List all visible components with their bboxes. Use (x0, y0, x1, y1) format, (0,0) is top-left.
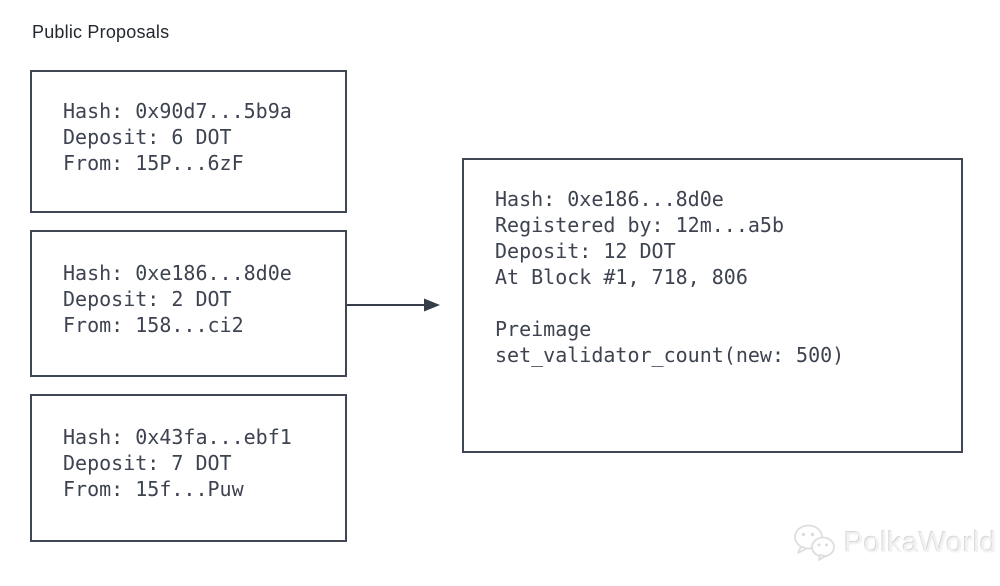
detail-hash: Hash: 0xe186...8d0e (495, 187, 724, 211)
watermark-label: PolkaWorld (844, 526, 997, 559)
proposal-1-hash: Hash: 0x90d7...5b9a (63, 99, 292, 123)
wechat-icon (794, 524, 835, 561)
preimage-detail-box: Hash: 0xe186...8d0e Registered by: 12m..… (462, 158, 963, 453)
watermark: PolkaWorld (792, 522, 997, 564)
proposal-3-deposit: Deposit: 7 DOT (63, 451, 232, 475)
detail-deposit: Deposit: 12 DOT (495, 239, 676, 263)
proposal-1-deposit: Deposit: 6 DOT (63, 125, 232, 149)
detail-at-block: At Block #1, 718, 806 (495, 265, 748, 289)
proposal-3-from: From: 15f...Puw (63, 477, 244, 501)
detail-registered-by: Registered by: 12m...a5b (495, 213, 784, 237)
proposal-box-3: Hash: 0x43fa...ebf1 Deposit: 7 DOT From:… (30, 394, 347, 542)
proposal-1-from: From: 15P...6zF (63, 151, 244, 175)
diagram-title: Public Proposals (32, 22, 170, 42)
proposal-3-hash: Hash: 0x43fa...ebf1 (63, 425, 292, 449)
proposal-box-2: Hash: 0xe186...8d0e Deposit: 2 DOT From:… (30, 230, 347, 377)
proposal-box-1: Hash: 0x90d7...5b9a Deposit: 6 DOT From:… (30, 70, 347, 213)
detail-preimage-call: set_validator_count(new: 500) (495, 343, 845, 367)
proposal-2-from: From: 158...ci2 (63, 313, 244, 337)
detail-preimage-label: Preimage (495, 317, 592, 341)
arrow-right-connector (347, 298, 440, 312)
proposal-2-deposit: Deposit: 2 DOT (63, 287, 232, 311)
detail-blank-line (464, 290, 961, 316)
proposal-2-hash: Hash: 0xe186...8d0e (63, 261, 292, 285)
